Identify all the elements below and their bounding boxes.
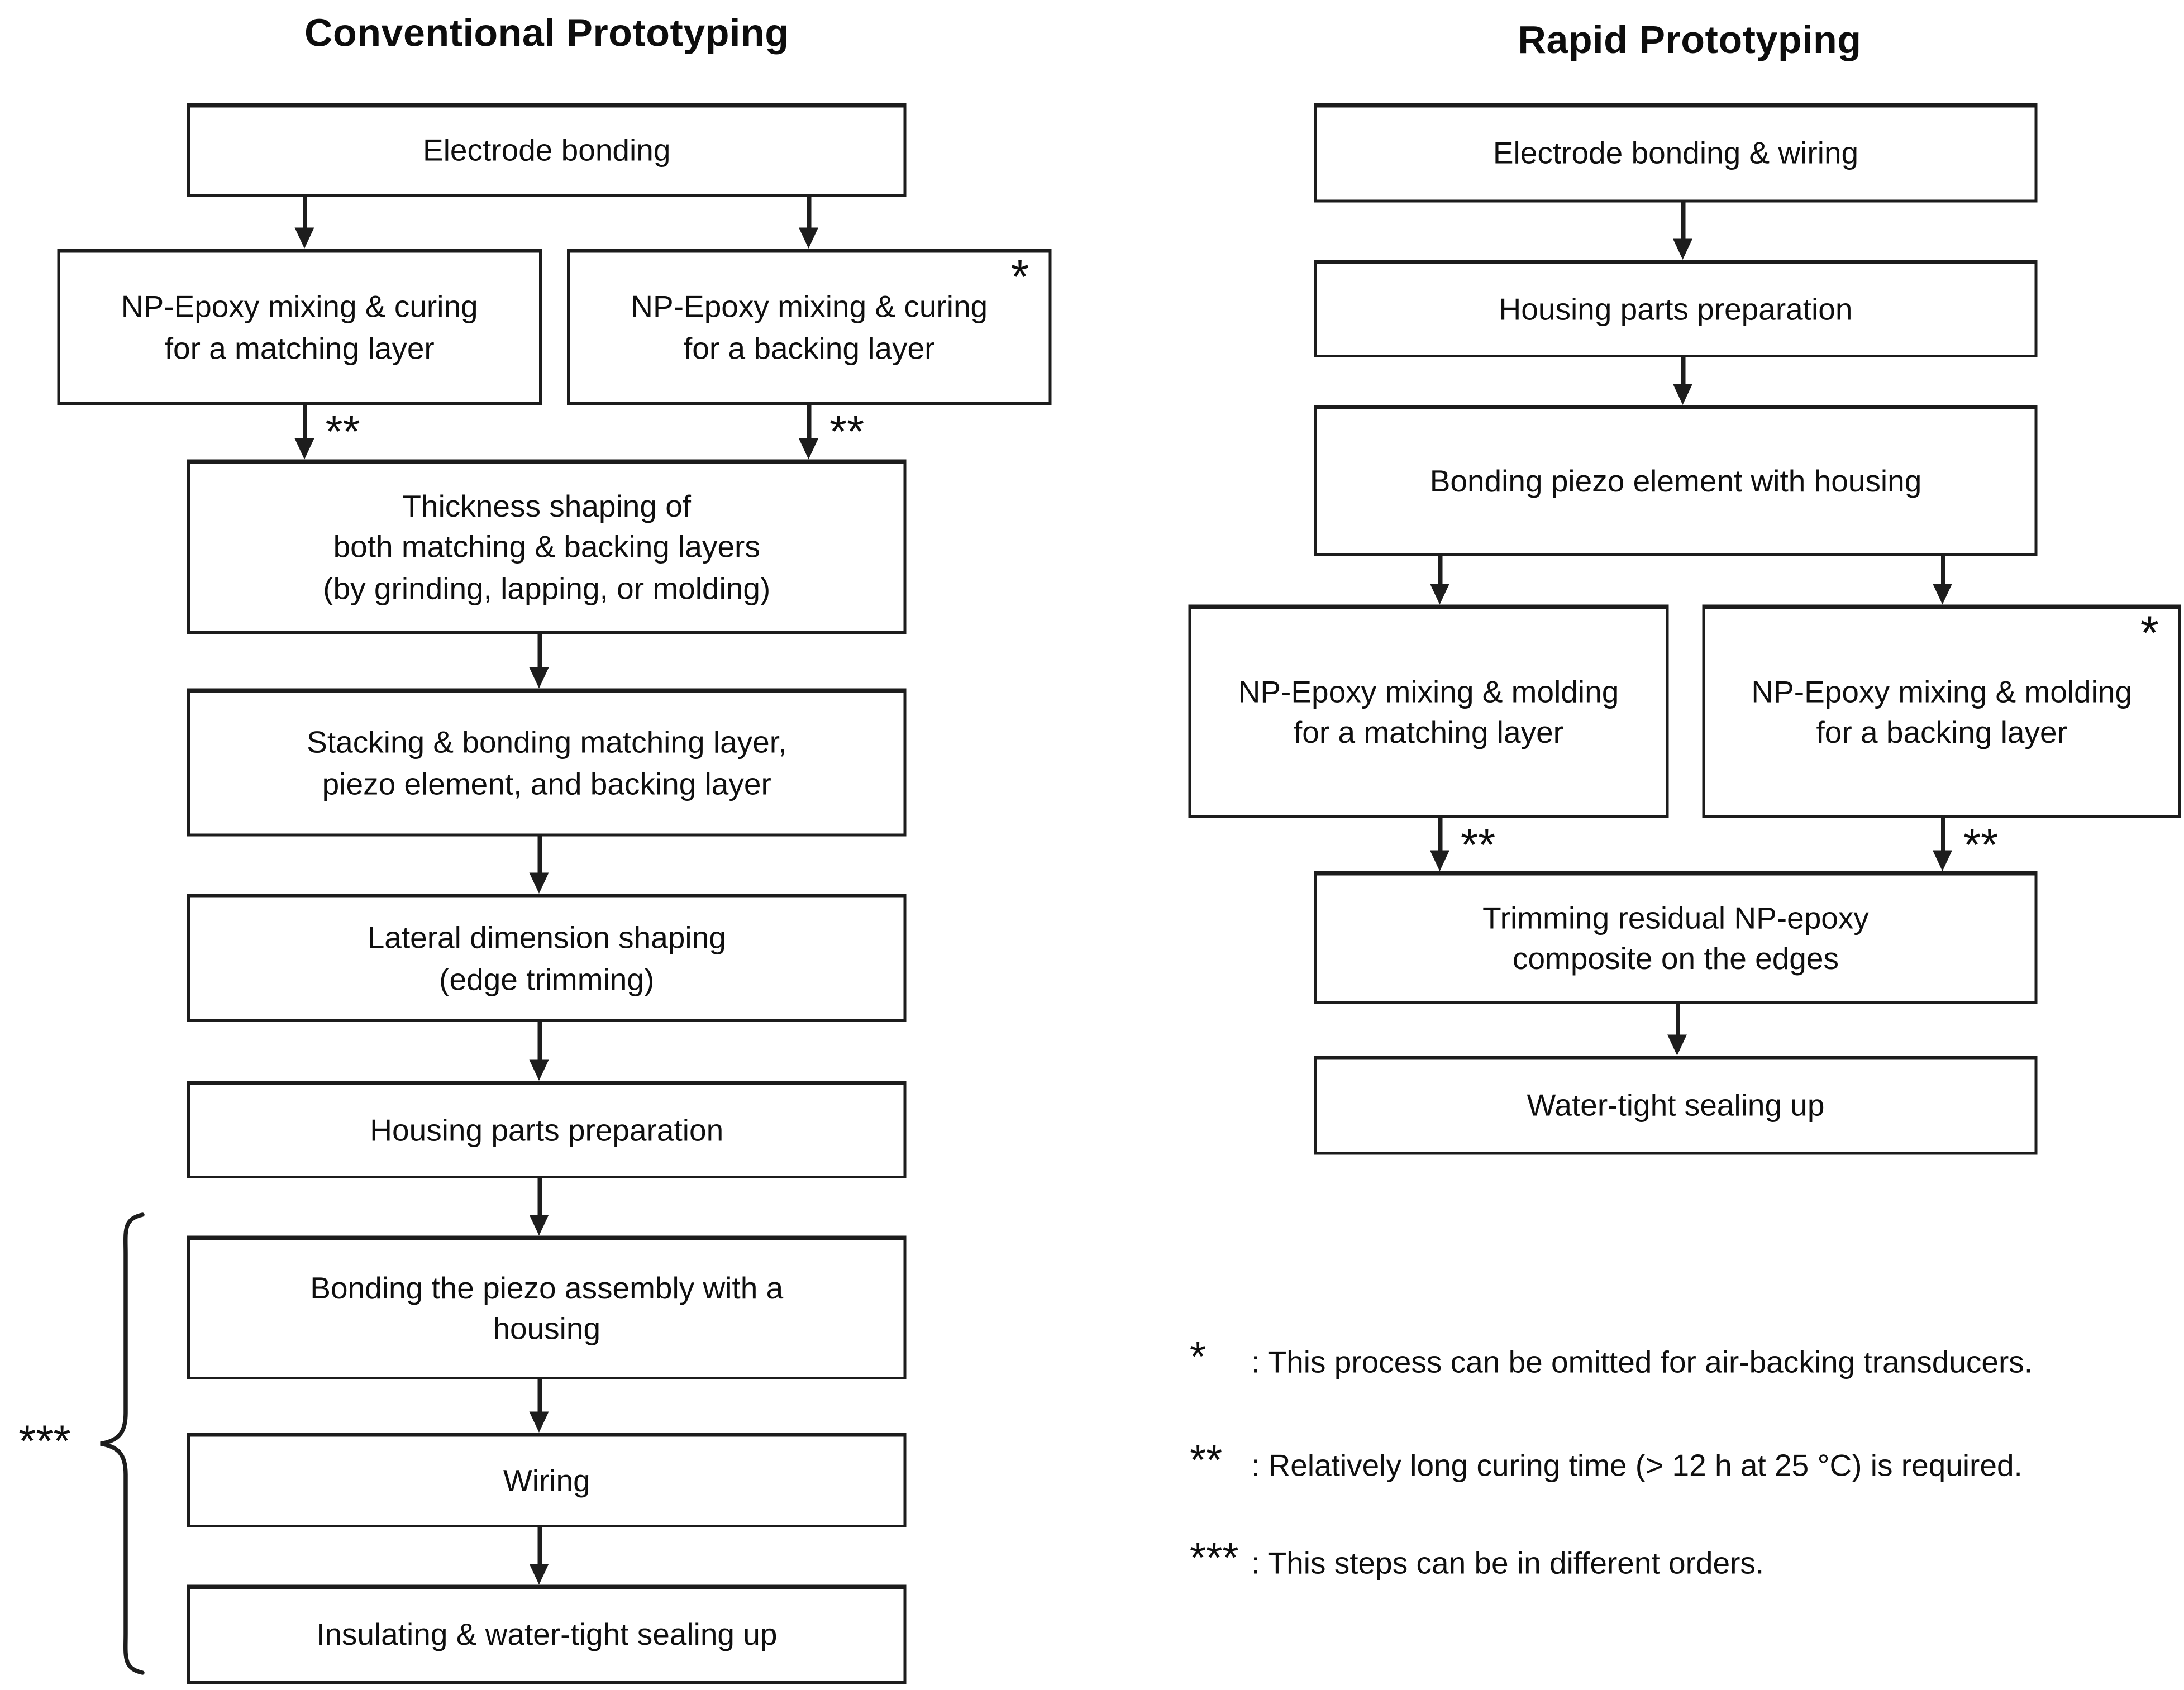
grouping-brace (100, 1212, 145, 1675)
flow-box-bonding-piezo-assembly: Bonding the piezo assembly with a housin… (187, 1235, 907, 1379)
left-column-title: Conventional Prototyping (304, 11, 789, 55)
arrow-down (529, 1527, 551, 1585)
arrow-down (1430, 556, 1451, 605)
asterisk-marker: * (1010, 251, 1029, 304)
arrow-down (294, 197, 316, 249)
flow-box-lateral-shaping: Lateral dimension shaping (edge trimming… (187, 894, 907, 1022)
legend-item-star: * : This process can be omitted for air-… (1190, 1337, 2033, 1385)
arrow-down (1673, 202, 1694, 260)
arrow-down (799, 405, 820, 460)
flow-box-np-epoxy-molding-matching: NP-Epoxy mixing & molding for a matching… (1188, 604, 1669, 818)
flow-box-electrode-bonding-wiring: Electrode bonding & wiring (1314, 103, 2038, 203)
flow-box-insulating-sealing: Insulating & water-tight sealing up (187, 1584, 907, 1684)
triple-asterisk-marker: *** (18, 1416, 71, 1466)
double-asterisk-marker: ** (1963, 819, 1999, 870)
right-column-title: Rapid Prototyping (1518, 18, 1862, 62)
arrow-down (294, 405, 316, 460)
arrow-down (799, 197, 820, 249)
triple-asterisk-marker: *** (1190, 1536, 1239, 1582)
arrow-down (1667, 1004, 1689, 1056)
double-asterisk-marker: ** (325, 406, 360, 457)
flow-box-thickness-shaping: Thickness shaping of both matching & bac… (187, 459, 907, 634)
legend-item-double-star: ** : Relatively long curing time (> 12 h… (1190, 1440, 2023, 1488)
flow-box-electrode-bonding: Electrode bonding (187, 103, 907, 197)
legend-text: : Relatively long curing time (> 12 h at… (1251, 1448, 2023, 1483)
double-asterisk-marker: ** (829, 406, 865, 457)
asterisk-marker: * (1190, 1335, 1207, 1381)
asterisk-marker: * (2140, 607, 2159, 661)
flow-box-water-tight-sealing: Water-tight sealing up (1314, 1056, 2038, 1155)
flow-box-np-epoxy-curing-matching: NP-Epoxy mixing & curing for a matching … (57, 249, 542, 405)
flow-box-bonding-piezo-element: Bonding piezo element with housing (1314, 405, 2038, 556)
legend-item-triple-star: *** : This steps can be in different ord… (1190, 1538, 1765, 1586)
flow-box-housing-parts-preparation-right: Housing parts preparation (1314, 260, 2038, 357)
flow-box-np-epoxy-molding-backing: * NP-Epoxy mixing & molding for a backin… (1702, 604, 2181, 818)
arrow-down (1933, 556, 1954, 605)
legend-text: : This steps can be in different orders. (1251, 1545, 1765, 1581)
legend-text: : This process can be omitted for air-ba… (1251, 1344, 2033, 1380)
flow-box-stacking-bonding: Stacking & bonding matching layer, piezo… (187, 688, 907, 837)
arrow-down (1933, 818, 1954, 871)
double-asterisk-marker: ** (1190, 1438, 1223, 1484)
arrow-down (529, 634, 551, 689)
arrow-down (529, 1178, 551, 1236)
arrow-down (529, 836, 551, 894)
flow-box-wiring: Wiring (187, 1433, 907, 1527)
arrow-down (1430, 818, 1451, 871)
arrow-down (1673, 357, 1694, 405)
flow-box-housing-parts-preparation-left: Housing parts preparation (187, 1081, 907, 1178)
arrow-down (529, 1022, 551, 1081)
arrow-down (529, 1379, 551, 1433)
flow-box-trimming-residual: Trimming residual NP-epoxy composite on … (1314, 871, 2038, 1004)
double-asterisk-marker: ** (1461, 819, 1496, 870)
flow-box-np-epoxy-curing-backing: * NP-Epoxy mixing & curing for a backing… (567, 249, 1052, 405)
